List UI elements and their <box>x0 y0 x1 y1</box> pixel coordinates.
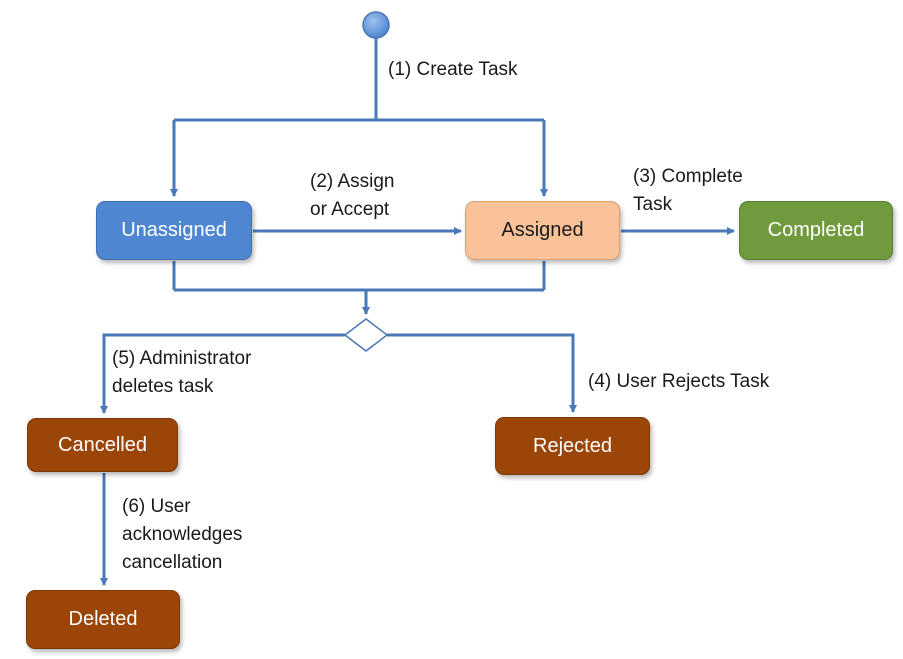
state-deleted: Deleted <box>26 590 180 649</box>
label-create-task: (1) Create Task <box>388 59 518 80</box>
label-user-rejects: (4) User Rejects Task <box>588 371 770 392</box>
state-unassigned: Unassigned <box>96 201 252 260</box>
decision-branches <box>100 333 577 414</box>
state-cancelled: Cancelled <box>27 418 178 472</box>
decision-diamond <box>343 318 389 352</box>
merge-connector <box>172 261 546 315</box>
state-completed: Completed <box>739 201 893 260</box>
create-task-connector <box>170 38 548 197</box>
label-admin-deletes: (5) Administrator deletes task <box>112 348 252 397</box>
label-complete: (3) Complete Task <box>633 166 743 215</box>
label-assign: (2) Assign or Accept <box>310 171 395 220</box>
state-assigned: Assigned <box>465 201 620 260</box>
label-user-acknowledges: (6) User acknowledges cancellation <box>122 496 243 573</box>
state-rejected: Rejected <box>495 417 650 475</box>
start-node <box>362 11 390 39</box>
